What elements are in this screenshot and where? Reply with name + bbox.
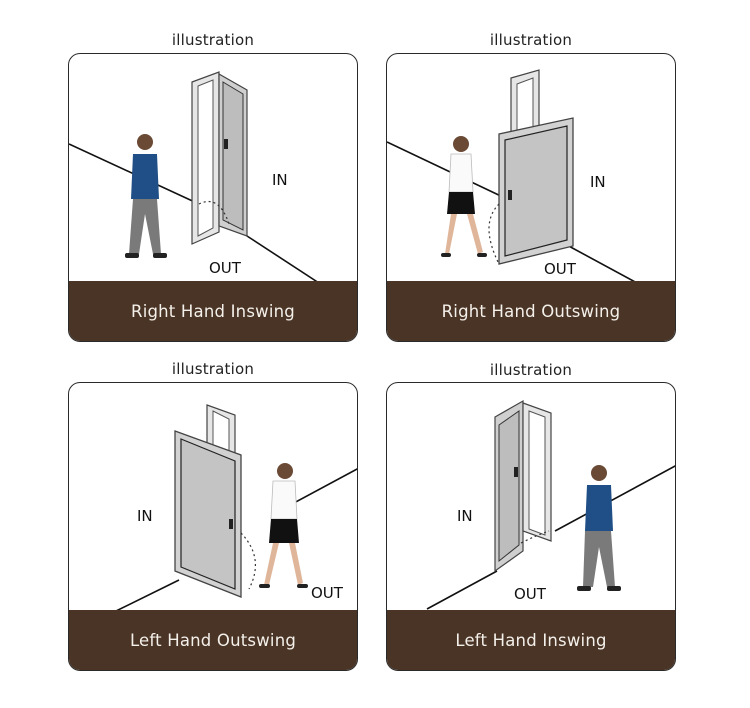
caption-illustration: illustration xyxy=(171,31,255,49)
door-scene-illustration xyxy=(426,399,675,610)
panel-title: Left Hand Outswing xyxy=(69,610,357,670)
door-scene-illustration xyxy=(69,71,320,283)
panel-left-hand-outswing: IN OUT Left Hand Outswing xyxy=(68,382,358,671)
panel-title: Left Hand Inswing xyxy=(387,610,675,670)
label-in: IN xyxy=(457,507,473,525)
label-in: IN xyxy=(590,173,606,191)
label-in: IN xyxy=(272,171,288,189)
caption-illustration: illustration xyxy=(489,31,573,49)
panel-title: Right Hand Outswing xyxy=(387,281,675,341)
caption-illustration: illustration xyxy=(489,361,573,379)
door-scene-illustration xyxy=(387,69,638,283)
caption-illustration: illustration xyxy=(171,360,255,378)
label-out: OUT xyxy=(311,584,343,602)
label-out: OUT xyxy=(209,259,241,277)
panel-right-hand-inswing: IN OUT Right Hand Inswing xyxy=(68,53,358,342)
panel-right-hand-outswing: IN OUT Right Hand Outswing xyxy=(386,53,676,342)
panel-title: Right Hand Inswing xyxy=(69,281,357,341)
label-out: OUT xyxy=(544,260,576,278)
panel-left-hand-inswing: IN OUT Left Hand Inswing xyxy=(386,382,676,671)
label-in: IN xyxy=(137,507,153,525)
label-out: OUT xyxy=(514,585,546,603)
door-scene-illustration xyxy=(113,404,357,612)
